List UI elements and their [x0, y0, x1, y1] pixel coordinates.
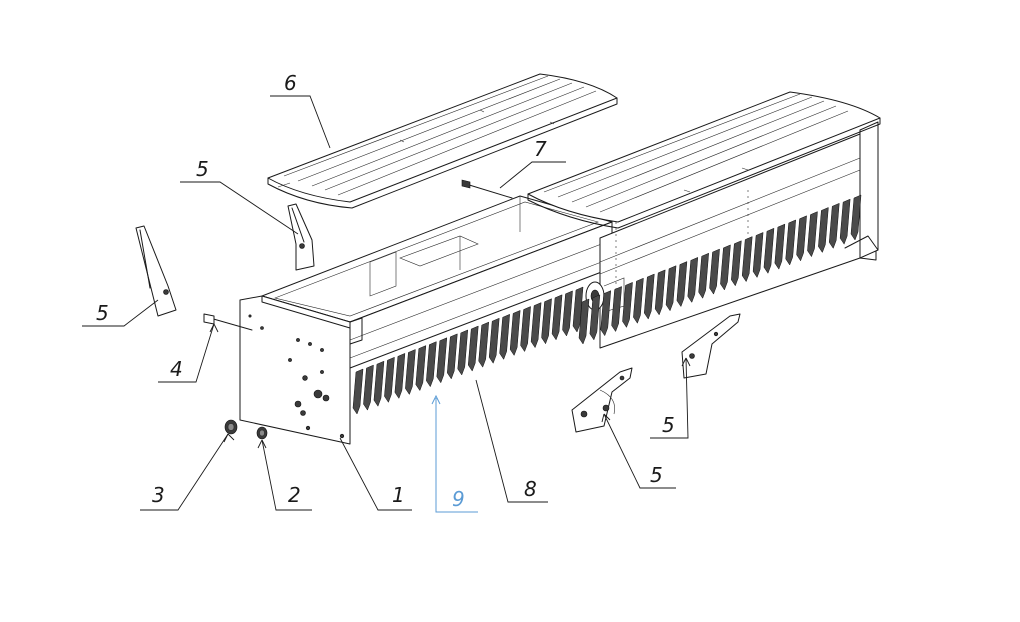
seed-tube	[807, 211, 818, 258]
callout-9: 9	[452, 487, 465, 511]
seed-tube	[654, 269, 666, 316]
seed-tube	[394, 352, 406, 399]
seed-tube	[600, 290, 612, 337]
seed-tube	[698, 252, 709, 299]
cover-right-part-6	[527, 91, 881, 229]
seed-tube	[447, 333, 458, 380]
seed-tube	[828, 202, 840, 249]
seed-tube	[551, 294, 563, 341]
seed-tube	[520, 306, 531, 353]
callout-5-left: 5	[96, 301, 109, 325]
rod-part-7	[461, 179, 513, 199]
bracket-part-5-right	[681, 313, 741, 379]
callout-6: 6	[284, 71, 297, 95]
seed-tube	[611, 286, 622, 333]
seed-tube	[676, 261, 688, 308]
seed-tube	[752, 232, 764, 278]
seed-tube	[478, 321, 489, 368]
seed-tube	[578, 298, 590, 345]
seed-tube	[850, 194, 862, 241]
seed-tube	[530, 302, 542, 349]
fitting-part-3	[224, 419, 238, 435]
seed-tube	[774, 223, 786, 270]
seed-tube	[796, 215, 807, 262]
callout-5-right: 5	[662, 413, 675, 437]
seed-tube	[741, 236, 753, 283]
seed-tube	[457, 329, 469, 376]
seed-tube	[665, 265, 677, 312]
fitting-part-2	[256, 426, 268, 440]
seed-tube	[405, 349, 416, 396]
seed-tube	[644, 273, 655, 320]
leader-lines	[82, 95, 689, 513]
seed-tube	[509, 310, 521, 356]
callout-3: 3	[152, 483, 165, 507]
callout-5-lower: 5	[650, 463, 663, 487]
seed-tube	[572, 286, 584, 333]
seed-tube	[363, 364, 374, 411]
seed-tubes-part-8	[352, 194, 862, 415]
seed-tube	[488, 317, 500, 364]
seed-tube	[384, 356, 395, 403]
callout-5-upper: 5	[196, 157, 209, 181]
seed-tube	[839, 198, 851, 245]
seed-tube	[373, 360, 385, 407]
rod-part-4	[203, 313, 253, 331]
seed-tube	[415, 345, 427, 392]
callout-8: 8	[524, 477, 537, 501]
lid-part-6	[267, 73, 618, 209]
bracket-part-5-left	[135, 225, 177, 317]
seed-tube	[687, 257, 699, 303]
seed-tube	[562, 290, 573, 337]
callout-labels: 1 2 3 4 5 5 5 5 6 7 8 9	[96, 71, 675, 511]
seed-tube	[818, 207, 829, 254]
seed-tube	[589, 294, 601, 341]
seed-tube	[785, 219, 797, 266]
seed-tube	[436, 337, 448, 384]
seed-tube	[622, 281, 633, 328]
seed-tube	[731, 240, 742, 287]
callout-7: 7	[534, 137, 547, 161]
seed-tube	[720, 244, 731, 291]
callout-4: 4	[170, 357, 183, 381]
seed-tube	[352, 368, 364, 415]
bracket-part-5-upper	[287, 203, 315, 271]
bracket-part-5-lower	[571, 367, 633, 433]
callout-2: 2	[288, 483, 301, 507]
leader-arrowheads	[209, 323, 691, 449]
seed-tube	[499, 313, 510, 360]
callout-1: 1	[392, 483, 405, 507]
seed-tube	[709, 248, 720, 295]
seed-tube	[633, 277, 644, 324]
seed-tube	[467, 325, 479, 372]
seed-tube	[426, 341, 437, 388]
seed-tube	[763, 227, 775, 274]
seed-tube	[541, 298, 552, 345]
